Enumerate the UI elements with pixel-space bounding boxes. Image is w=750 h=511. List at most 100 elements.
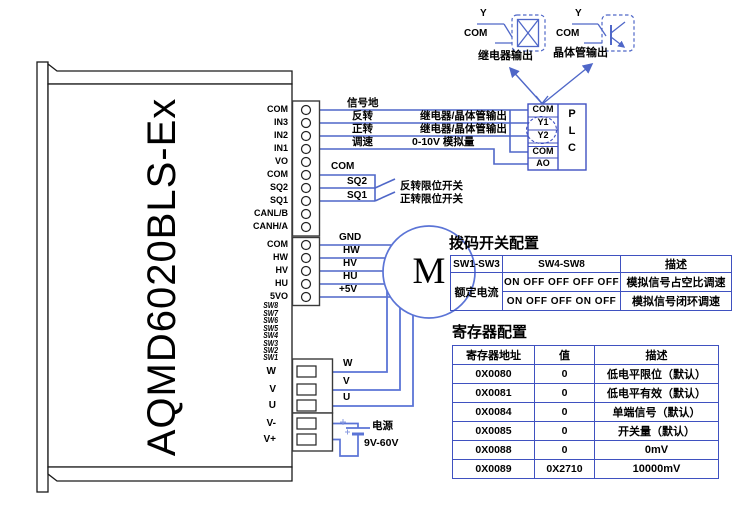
pin-vo: VO: [274, 156, 288, 166]
reg-row-desc: 低电平有效（默认）: [594, 383, 719, 403]
label-reverse: 反转: [352, 110, 373, 122]
pin-canh-a: CANH/A: [253, 221, 288, 231]
label-signal-ground: 信号地: [347, 97, 379, 109]
pin-sq1: SQ1: [269, 195, 288, 205]
pin-com-1: COM: [267, 104, 288, 114]
signal-wires: [319, 109, 528, 165]
register-table-title: 寄存器配置: [452, 325, 528, 341]
label-sq1: SQ1: [347, 190, 368, 201]
dip-cell-desc-row2: 模拟信号闭环调速: [620, 291, 732, 311]
relay-output-symbol: [477, 14, 546, 52]
pin-com-2: COM: [267, 169, 288, 179]
label-sq2: SQ2: [347, 176, 368, 187]
pin-w: W: [266, 366, 276, 377]
transistor-com-label: COM: [556, 28, 580, 39]
label-power: 电源: [372, 420, 393, 432]
plc-cell-y2: Y2: [537, 130, 549, 140]
device-outline: [36, 61, 293, 493]
reg-row-desc: 开关量（默认）: [594, 421, 719, 441]
label-power-range: 9V-60V: [364, 437, 399, 449]
dip-cell-desc-row1: 模拟信号占空比调速: [620, 272, 732, 292]
reg-row-desc: 低电平限位（默认）: [594, 364, 719, 384]
plc-letter-l: L: [568, 125, 576, 137]
label-analog-0-10v: 0-10V 模拟量: [412, 136, 475, 148]
label-relay-transistor-out-1: 继电器/晶体管输出: [420, 110, 507, 122]
reg-row-value: 0: [534, 364, 595, 384]
reg-row-desc: 单端信号（默认）: [594, 402, 719, 422]
limit-switch-circuit: [319, 174, 396, 202]
plc-letter-p: P: [568, 108, 576, 120]
relay-y-label: Y: [480, 8, 487, 19]
pin-hu: HU: [275, 278, 288, 288]
transistor-y-label: Y: [575, 8, 582, 19]
label-gnd: GND: [339, 232, 362, 243]
pin-hv: HV: [275, 265, 288, 275]
pin-in1: IN1: [273, 143, 288, 153]
pin-sw3: SW3: [263, 339, 278, 348]
reg-row-value: 0: [534, 421, 595, 441]
power-circuit: [333, 419, 370, 457]
dip-table-title: 拨码开关配置: [449, 236, 540, 252]
reg-row-desc: 0mV: [594, 440, 719, 460]
pin-in3: IN3: [273, 117, 288, 127]
reg-header-value: 值: [534, 345, 595, 365]
label-phase-u: U: [343, 392, 351, 403]
label-forward: 正转: [352, 123, 373, 135]
label-phase-w: W: [343, 358, 353, 369]
pin-canl-b: CANL/B: [254, 208, 288, 218]
label-com-switch: COM: [331, 161, 355, 172]
dip-cell-sw-row1: ON OFF OFF OFF OFF: [502, 272, 621, 292]
label-phase-v: V: [343, 376, 350, 387]
pin-hw: HW: [273, 252, 288, 262]
terminal-blocks: [291, 100, 334, 452]
dip-header-sw13: SW1-SW3: [450, 255, 503, 273]
label-relay-transistor-out-2: 继电器/晶体管输出: [420, 123, 507, 135]
transistor-output-symbol: [572, 14, 635, 52]
dip-header-desc: 描述: [620, 255, 732, 273]
pin-5vo: 5VO: [269, 291, 288, 301]
dip-cell-rated-current: 额定电流: [450, 272, 503, 311]
phase-wires: [333, 280, 414, 407]
label-plus5v: +5V: [339, 284, 358, 295]
pin-v-minus: V-: [266, 418, 276, 429]
label-hu: HU: [343, 271, 358, 282]
relay-com-label: COM: [464, 28, 488, 39]
plc-box: [525, 103, 587, 171]
pin-sw8: SW8: [263, 301, 278, 310]
label-reverse-limit-switch: 反转限位开关: [400, 180, 463, 192]
pin-sw7: SW7: [263, 309, 278, 318]
pin-sw6: SW6: [263, 316, 278, 325]
pin-u: U: [268, 400, 276, 411]
reg-row-addr: 0X0088: [452, 440, 535, 460]
plc-cell-y1: Y1: [537, 117, 549, 127]
plc-cell-com1: COM: [532, 104, 554, 114]
pin-sq2: SQ2: [269, 182, 288, 192]
reg-row-addr: 0X0085: [452, 421, 535, 441]
annotation-arrows: [508, 63, 594, 105]
reg-row-addr: 0X0089: [452, 459, 535, 479]
reg-row-value: 0: [534, 383, 595, 403]
dip-header-sw48: SW4-SW8: [502, 255, 621, 273]
label-hw: HW: [343, 245, 360, 256]
dip-switch-table: SW1-SW3 SW4-SW8 描述 额定电流 ON OFF OFF OFF O…: [450, 255, 732, 311]
pin-v-plus: V+: [263, 434, 276, 445]
dip-cell-sw-row2: ON OFF OFF ON OFF: [502, 291, 621, 311]
reg-header-desc: 描述: [594, 345, 719, 365]
reg-row-value: 0: [534, 402, 595, 422]
reg-row-value: 0X2710: [534, 459, 595, 479]
pin-sw2: SW2: [263, 346, 278, 355]
label-speed: 调速: [352, 136, 373, 148]
pin-in2: IN2: [273, 130, 288, 140]
reg-row-addr: 0X0080: [452, 364, 535, 384]
reg-row-desc: 10000mV: [594, 459, 719, 479]
transistor-output-caption: 晶体管输出: [553, 47, 608, 59]
reg-header-addr: 寄存器地址: [452, 345, 535, 365]
label-hv: HV: [343, 258, 357, 269]
terminal-pins: [296, 104, 317, 446]
plc-cell-com2: COM: [532, 146, 554, 156]
pin-v: V: [269, 384, 276, 395]
reg-row-addr: 0X0084: [452, 402, 535, 422]
plc-letter-c: C: [568, 142, 576, 154]
pin-sw5: SW5: [263, 324, 278, 333]
